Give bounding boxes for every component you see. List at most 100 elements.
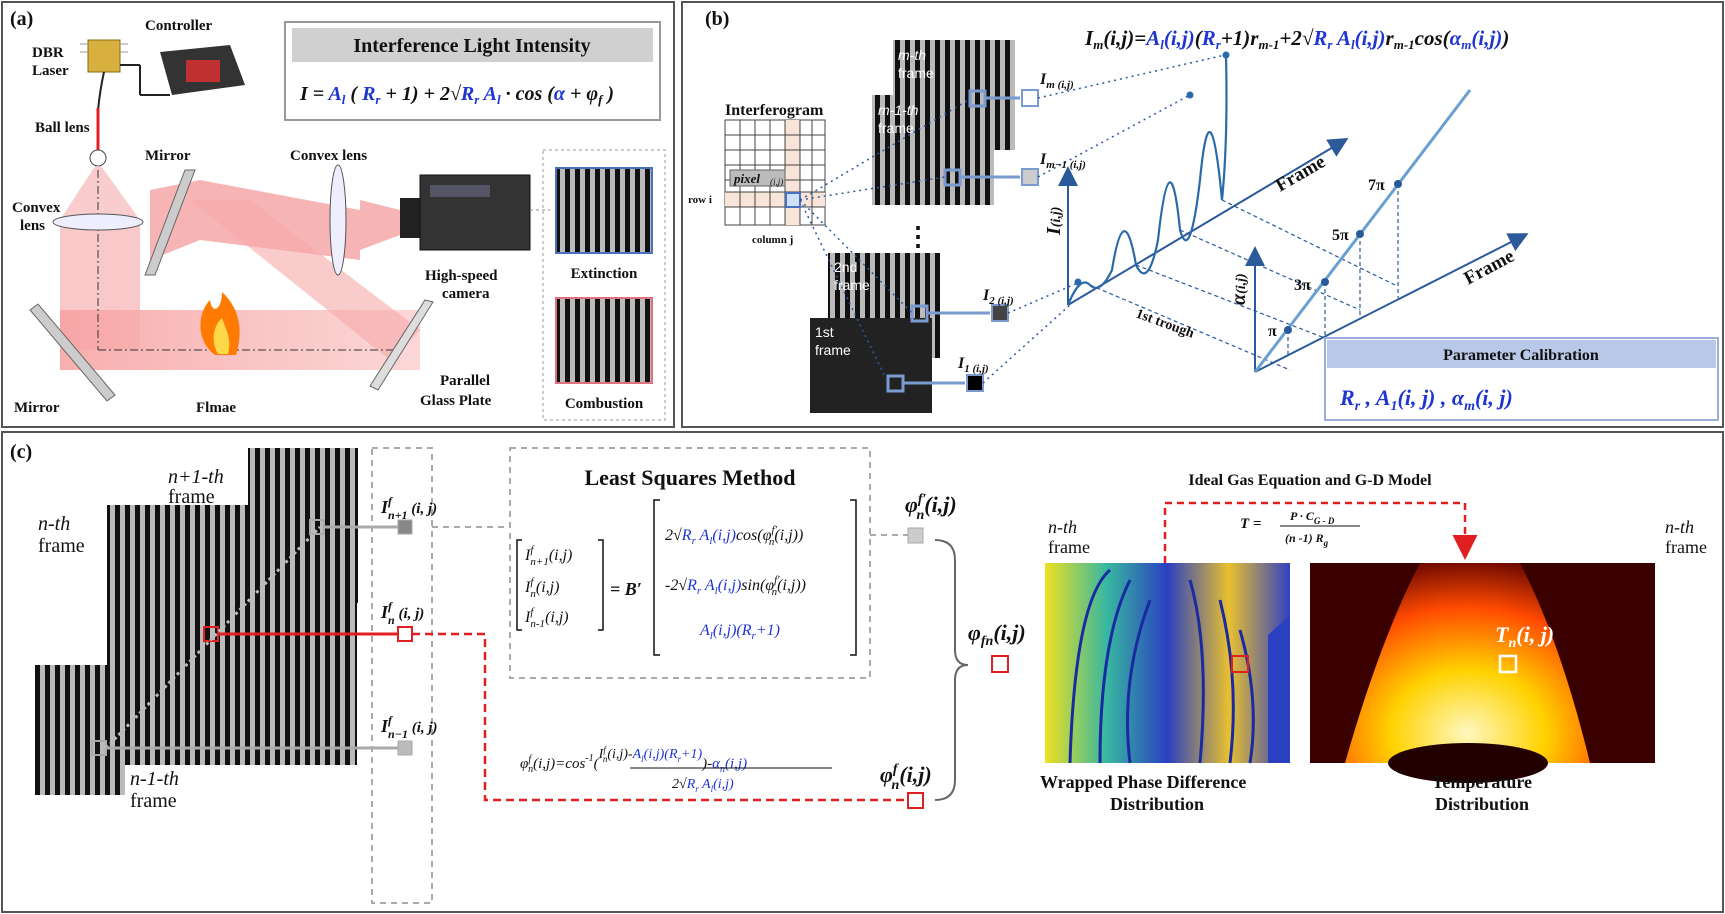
- phase-axis-label: α(i,j): [1228, 273, 1250, 305]
- intensity-m1-label: Im−1 (i,j): [1039, 151, 1086, 171]
- glass-plate-label-2: Glass Plate: [420, 393, 492, 409]
- n1-frame-label-2: frame: [168, 486, 215, 508]
- frame-1-label-2: frame: [815, 342, 851, 358]
- phase-plot-axes: [1245, 233, 1529, 373]
- glass-plate-label: Parallel: [440, 373, 490, 389]
- high-speed-camera-icon: [400, 174, 531, 251]
- frame-m1-label: m-1-th: [878, 102, 919, 118]
- camera-label-2: camera: [442, 286, 490, 302]
- intensity-axis-label: I(i,j): [1043, 207, 1065, 236]
- ball-lens-label: Ball lens: [35, 120, 90, 136]
- n1-frame-label: n+1-th: [168, 466, 224, 488]
- temperature-map: [1310, 563, 1655, 783]
- temperature-label: Tn(i, j): [1495, 622, 1554, 651]
- pixel-label: pixel: [733, 171, 760, 186]
- intensity-m-label: Im (i,j): [1039, 71, 1074, 91]
- frame-1-label: 1st: [815, 324, 834, 340]
- nm1-frame-label-2: frame: [130, 790, 177, 812]
- calibration-params: Rr , A1(i, j) , αm(i, j): [1339, 385, 1513, 414]
- phase-7pi: 7π: [1368, 177, 1385, 194]
- frames-ellipsis: ⋮: [905, 222, 931, 251]
- convex-lens-left-label-2: lens: [20, 218, 45, 234]
- glass-plate-icon: [369, 299, 434, 391]
- convex-lens-top-label: Convex lens: [290, 148, 367, 164]
- frame-m-minus-1-image: [872, 95, 994, 205]
- phi-fn-label: φfn(i,j): [968, 620, 1026, 649]
- n-frame-temp-label: n-th: [1665, 517, 1694, 537]
- frame-2-label-2: frame: [834, 277, 870, 293]
- nm1-frame-label: n-1-th: [130, 768, 179, 790]
- frame-m1-label-2: frame: [878, 120, 914, 136]
- intensity-curve: [1066, 54, 1228, 306]
- panel-c-border: [1, 431, 1724, 913]
- convex-lens-left-icon: [52, 213, 144, 231]
- temp-caption-2: Distribution: [1435, 794, 1529, 814]
- dbr-laser-icon: [80, 39, 128, 111]
- wrapped-caption: Wrapped Phase Difference: [1040, 772, 1246, 792]
- b-prime: = B′: [610, 579, 642, 599]
- controller-icon: [120, 45, 245, 96]
- combustion-image: [555, 297, 653, 384]
- panel-b-border: [681, 1, 1724, 428]
- mirror-top-label: Mirror: [145, 148, 191, 164]
- controller-label: Controller: [145, 18, 213, 34]
- frame-1-image: [810, 318, 932, 413]
- panel-b-label: (b): [705, 8, 729, 30]
- intensity-plot-axes: [1058, 137, 1349, 306]
- rhs-row-3: Al(i,j)(Rr+1): [699, 622, 780, 642]
- ball-lens-icon: [89, 149, 107, 167]
- temp-caption: Temperature: [1432, 772, 1532, 792]
- column-label: column j: [752, 234, 793, 246]
- wrapped-caption-2: Distribution: [1110, 794, 1204, 814]
- least-squares-title: Least Squares Method: [584, 465, 795, 490]
- frame-m-label: m-th: [898, 47, 926, 63]
- n-frame-temp-label-2: frame: [1665, 537, 1707, 557]
- formula-equation: I = Al ( Rr + 1) + 2√Rr Al · cos (α + φf…: [299, 83, 614, 107]
- laser-label: DBR: [32, 45, 64, 61]
- frame-axis-label-1: Frame: [1272, 151, 1329, 196]
- convex-lens-top-icon: [329, 164, 347, 276]
- convex-lens-left-label: Convex: [12, 200, 61, 216]
- gd-equation: T =: [1240, 516, 1261, 532]
- frame-m-label-2: frame: [898, 65, 934, 81]
- formula-title: Interference Light Intensity: [353, 35, 590, 57]
- n-frame-wrapped-label-2: frame: [1048, 537, 1090, 557]
- flame-label: Flmae: [196, 400, 236, 416]
- flame-icon: [200, 292, 240, 355]
- intensity-1-label: I1 (i,j): [957, 355, 989, 375]
- formula-box: Interference Light Intensity I = Al ( Rr…: [284, 21, 661, 121]
- extinction-label: Extinction: [571, 266, 638, 282]
- mirror-bottom-label: Mirror: [14, 400, 60, 416]
- panel-a-border: [1, 1, 675, 428]
- phi-formula-denominator: 2√Rr Al(i,j): [672, 777, 734, 794]
- gd-denominator: (n -1) Rg: [1285, 531, 1329, 548]
- frame-n-minus-1-image: [35, 665, 125, 795]
- frame-intensity-equation: Im(i,j)=Al(i,j)(Rr+1)rm-1+2√Rr Al(i,j)rm…: [1084, 26, 1509, 52]
- phase-5pi: 5π: [1332, 227, 1349, 244]
- phase-pi: π: [1268, 323, 1277, 340]
- combustion-label: Combustion: [565, 396, 644, 412]
- first-trough-label: 1st trough: [1134, 307, 1196, 342]
- n-frame-wrapped-label: n-th: [1048, 517, 1077, 537]
- mirror-top-icon: [144, 169, 196, 276]
- intensity-2-label: I2 (i,j): [982, 287, 1014, 307]
- gd-model-title: Ideal Gas Equation and G-D Model: [1188, 472, 1432, 489]
- mirror-bottom-icon: [29, 303, 116, 402]
- extinction-image: [555, 167, 653, 254]
- interferogram-label: Interferogram: [725, 102, 824, 119]
- pixel-sub: (i,j): [770, 177, 783, 187]
- n-frame-label: n-th: [38, 513, 70, 535]
- n-frame-label-2: frame: [38, 535, 85, 557]
- camera-label: High-speed: [425, 268, 498, 284]
- panel-a-label: (a): [10, 8, 33, 30]
- laser-label-2: Laser: [32, 63, 69, 79]
- phase-3pi: 3π: [1294, 277, 1311, 294]
